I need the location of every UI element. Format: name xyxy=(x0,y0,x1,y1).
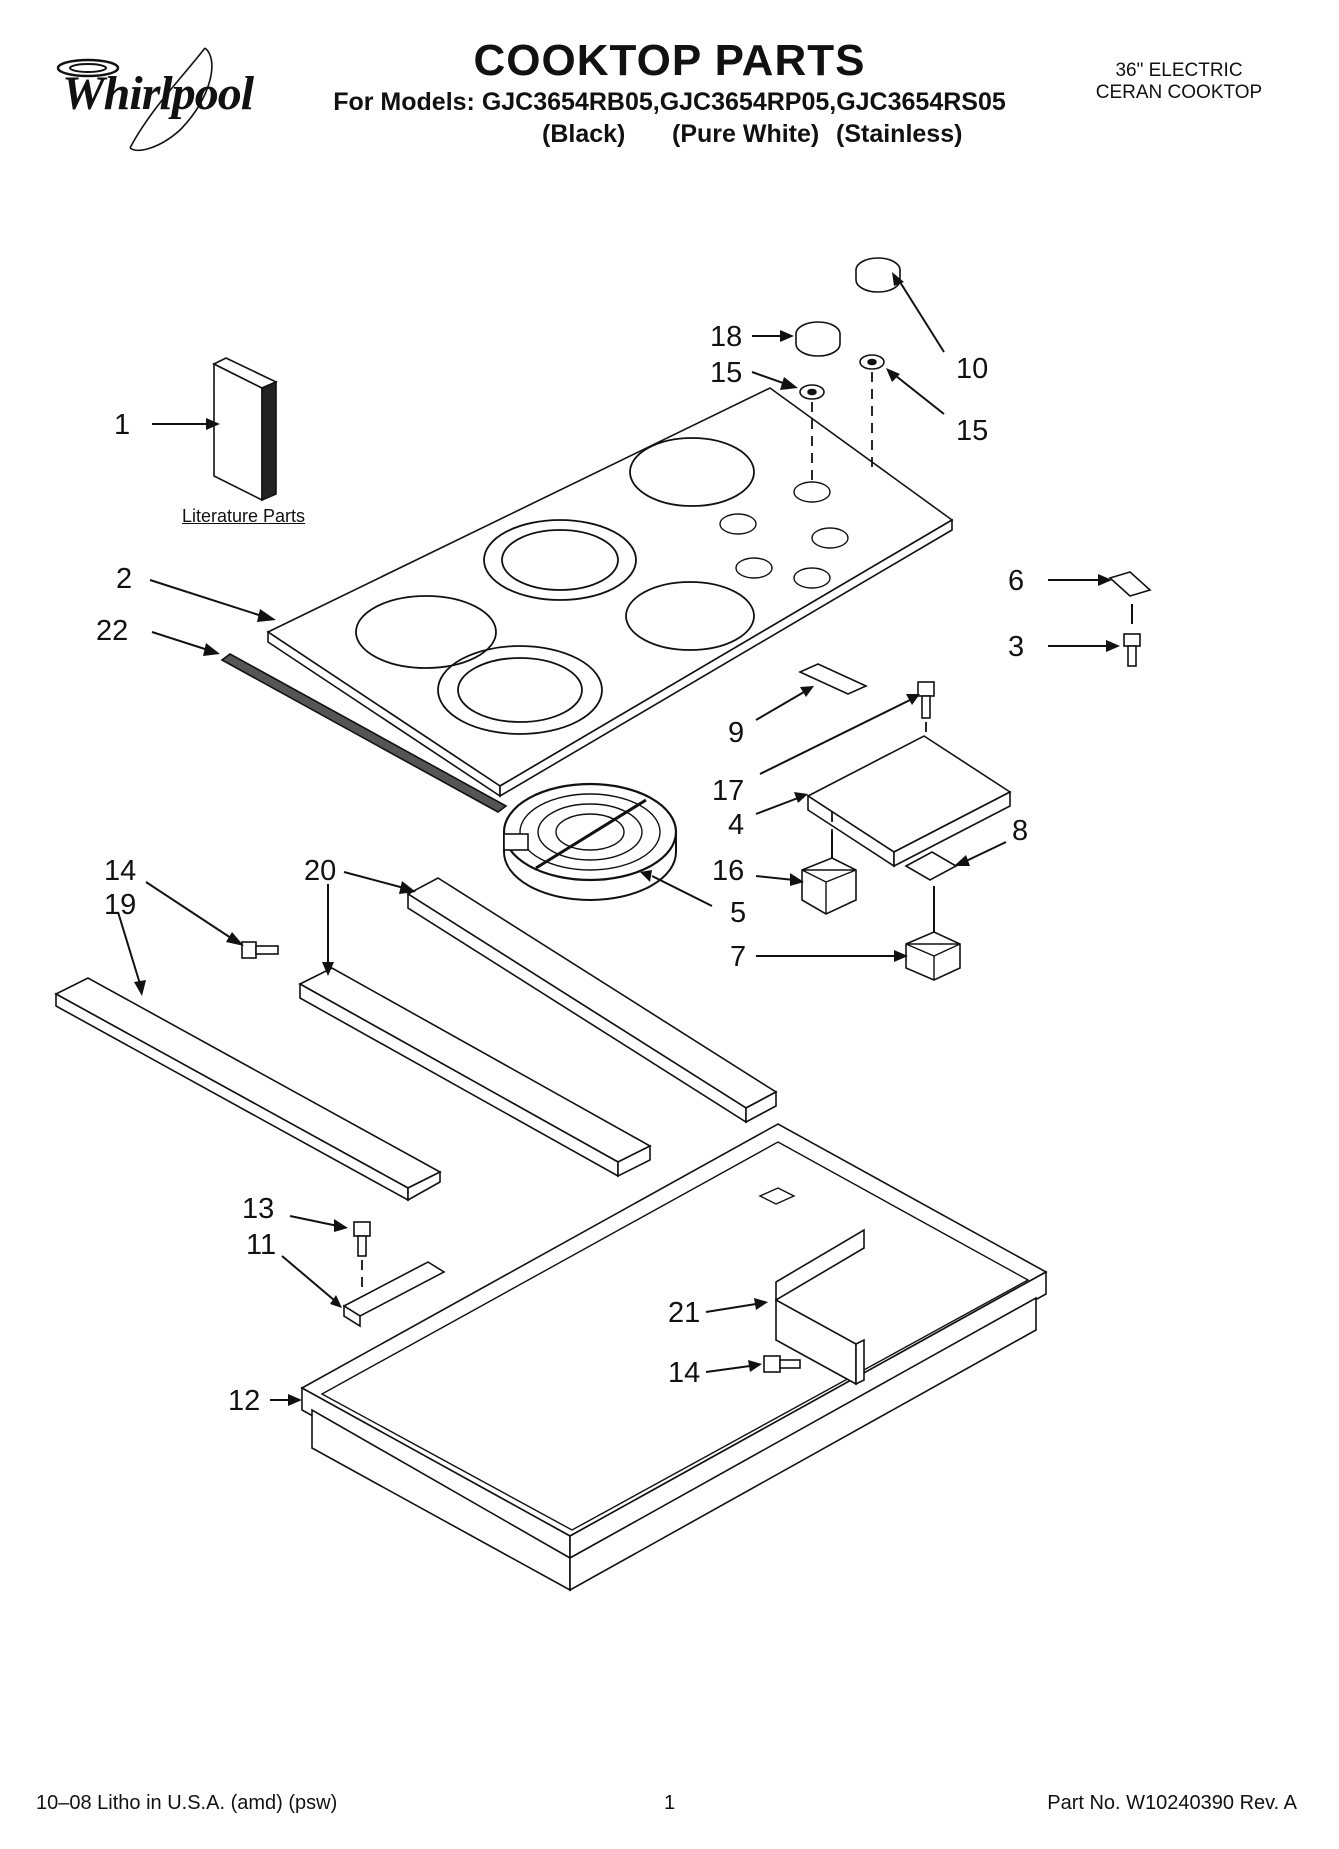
callout-21: 21 xyxy=(668,1297,700,1329)
callout-9: 9 xyxy=(728,717,744,749)
radiant-element-5 xyxy=(502,782,678,901)
variant-stainless: (Stainless) xyxy=(836,120,963,148)
spacer-15-left xyxy=(799,384,825,400)
brand-logo xyxy=(30,40,270,160)
callout-12: 12 xyxy=(228,1385,260,1417)
screw-14-upper xyxy=(241,941,279,959)
page-title: COOKTOP PARTS xyxy=(473,36,866,85)
knob-18 xyxy=(795,321,841,357)
logo-swirl-icon xyxy=(56,47,213,152)
label-9 xyxy=(798,663,868,695)
literature-parts-label: Literature Parts xyxy=(182,506,306,526)
rail-20-rear xyxy=(406,877,778,1124)
variant-pure-white: (Pure White) xyxy=(672,120,820,148)
base-pan-12 xyxy=(300,1123,1048,1592)
product-type-line-2: CERAN COOKTOP xyxy=(1095,82,1263,103)
spacer-7 xyxy=(905,886,961,981)
bracket-11 xyxy=(342,1261,446,1328)
screw-13 xyxy=(353,1221,371,1257)
callout-22: 22 xyxy=(96,615,128,647)
clip-6 xyxy=(1108,571,1152,597)
callout-20: 20 xyxy=(304,855,336,887)
callout-5: 5 xyxy=(730,897,746,929)
literature-book xyxy=(212,357,278,502)
callout-14-lower: 14 xyxy=(668,1357,700,1389)
litho-info: 10–08 Litho in U.S.A. (amd) (psw) xyxy=(36,1792,338,1814)
product-type: 36" ELECTRIC CERAN COOKTOP xyxy=(1069,60,1289,104)
callout-15-left: 15 xyxy=(710,357,742,389)
ceran-glass-top xyxy=(266,387,954,798)
screw-14-lower xyxy=(763,1355,801,1373)
page-number: 1 xyxy=(664,1792,676,1814)
callout-16: 16 xyxy=(712,855,744,887)
callout-7: 7 xyxy=(730,941,746,973)
callout-14-upper: 14 xyxy=(104,855,136,887)
callout-13: 13 xyxy=(242,1193,274,1225)
brand-name: Whirlpool xyxy=(62,67,254,120)
callout-6: 6 xyxy=(1008,565,1024,597)
screw-17 xyxy=(917,681,935,719)
variant-black: (Black) xyxy=(542,120,626,148)
callout-8: 8 xyxy=(1012,815,1028,847)
callout-11: 11 xyxy=(246,1229,276,1261)
spacer-15-right xyxy=(859,354,885,370)
callout-19: 19 xyxy=(104,889,136,921)
part-number: Part No. W10240390 Rev. A xyxy=(1047,1792,1297,1814)
callout-1: 1 xyxy=(114,409,130,441)
callout-18: 18 xyxy=(710,321,742,353)
callout-10: 10 xyxy=(956,353,988,385)
rail-20-front xyxy=(298,967,652,1178)
control-board-4 xyxy=(806,735,1012,868)
knob-10 xyxy=(855,257,901,293)
screw-3 xyxy=(1123,633,1141,667)
callout-15-right: 15 xyxy=(956,415,988,447)
rail-19 xyxy=(54,977,442,1202)
callout-2: 2 xyxy=(116,563,132,595)
spacer-16 xyxy=(801,832,857,915)
product-type-line-1: 36" ELECTRIC xyxy=(1115,60,1243,81)
callout-3: 3 xyxy=(1008,631,1024,663)
callout-4: 4 xyxy=(728,809,744,841)
front-trim-strip xyxy=(220,653,508,813)
model-list: For Models: GJC3654RB05,GJC3654RP05,GJC3… xyxy=(333,88,1006,116)
callout-labels: 1 2 22 18 15 10 15 6 3 9 17 4 8 16 5 7 1… xyxy=(96,321,1028,1417)
support-bracket-21 xyxy=(775,1228,865,1386)
leader-lines xyxy=(117,272,1120,1406)
callout-17: 17 xyxy=(712,775,744,807)
